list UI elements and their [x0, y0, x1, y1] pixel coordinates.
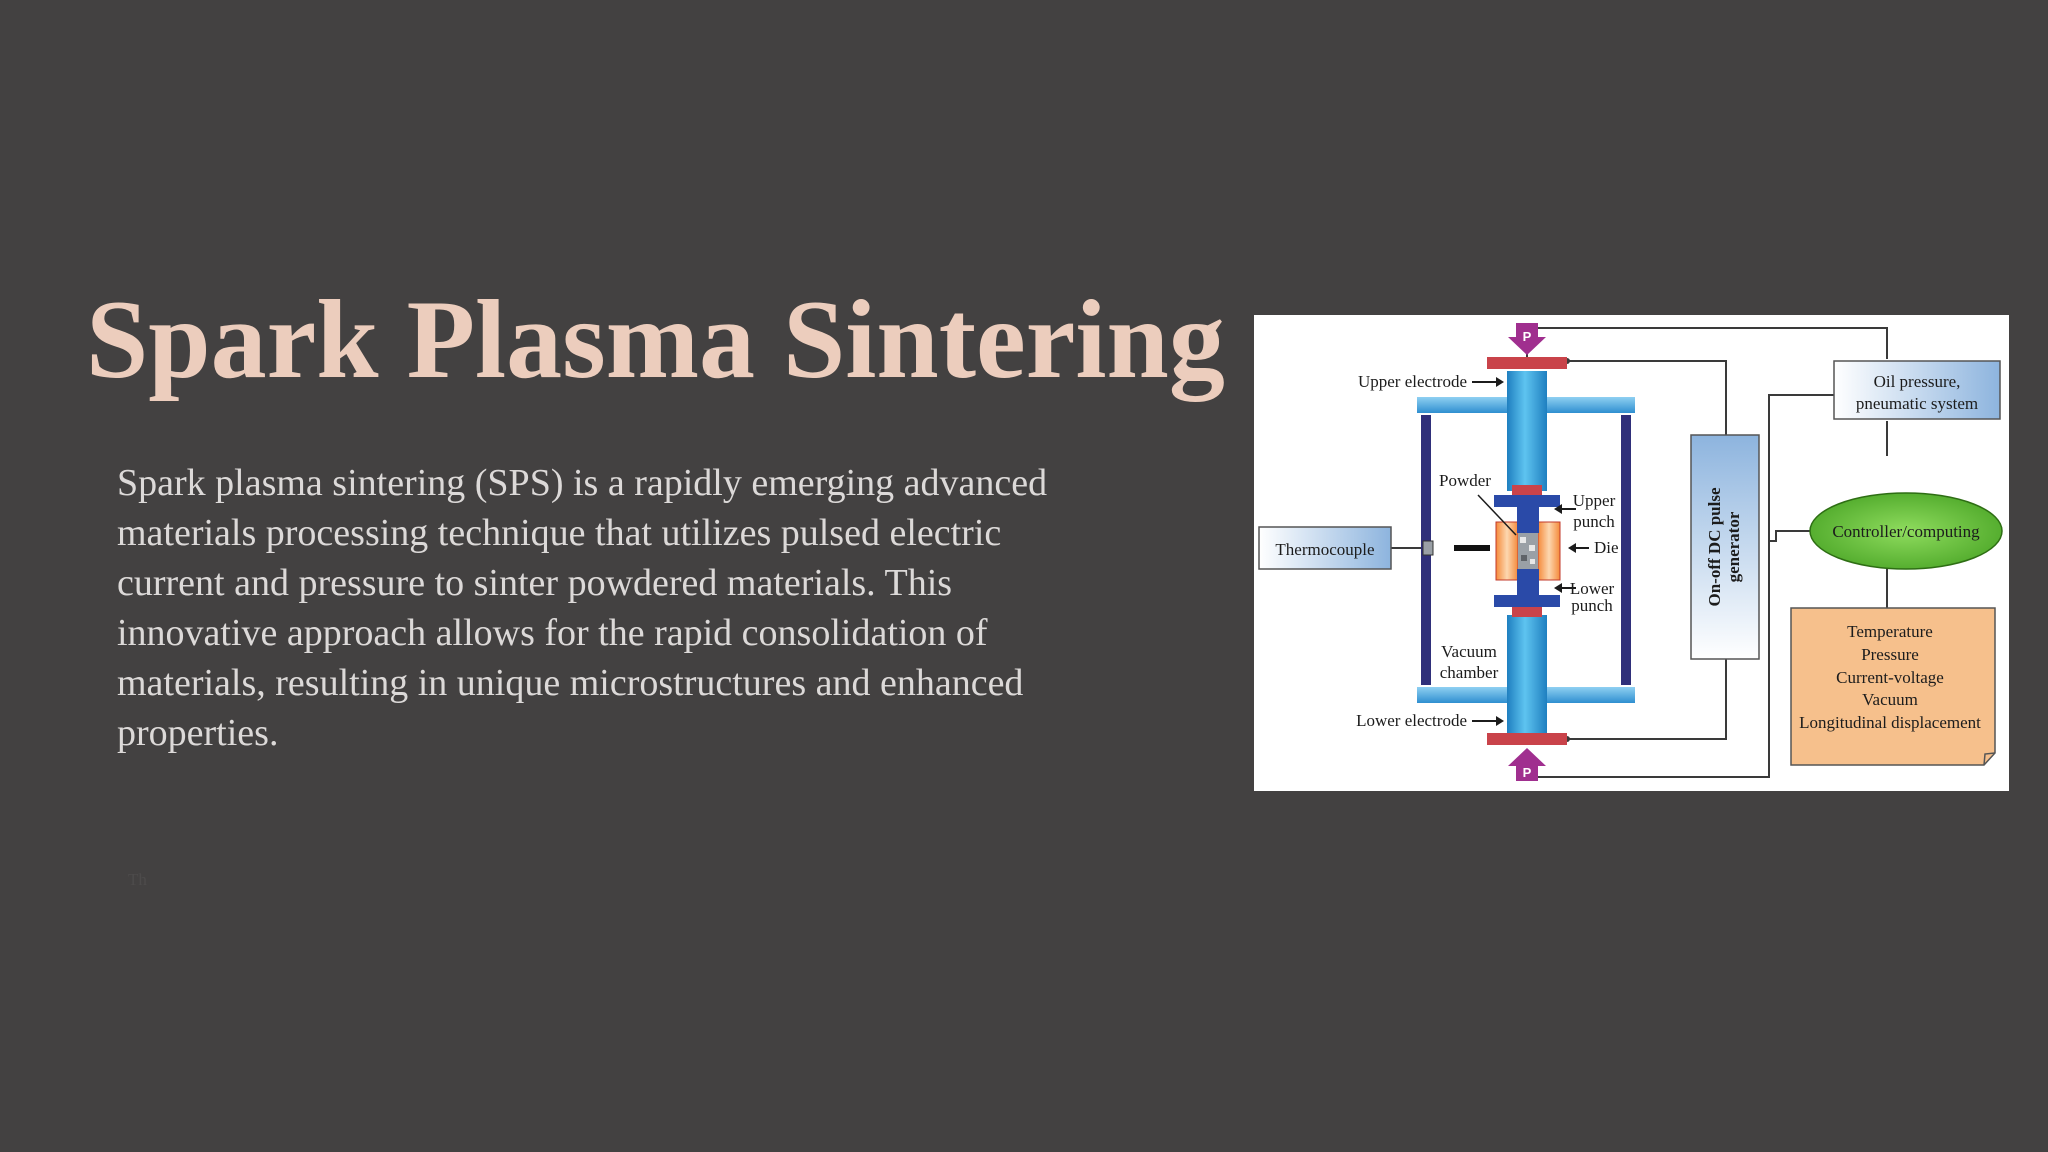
pressure-marker-bottom: P — [1508, 748, 1546, 781]
oil-pressure-label-line2: pneumatic system — [1856, 394, 1978, 413]
upper-punch-label-line1: Upper — [1573, 491, 1616, 510]
upper-punch-label-line2: punch — [1573, 512, 1615, 531]
electrode-column — [1487, 357, 1567, 745]
oil-pressure-box: Oil pressure, pneumatic system — [1833, 360, 2001, 420]
thermocouple-label: Thermocouple — [1275, 540, 1374, 559]
powder-label: Powder — [1439, 471, 1491, 490]
controller-label: Controller/computing — [1832, 522, 1980, 541]
die-label: Die — [1594, 538, 1619, 557]
parameter-longitudinal-displacement: Longitudinal displacement — [1799, 713, 1981, 732]
lower-punch-label-line2: punch — [1571, 596, 1613, 615]
pressure-label-top: P — [1523, 329, 1532, 344]
parameter-vacuum: Vacuum — [1862, 690, 1918, 709]
pressure-marker-top: P — [1508, 323, 1546, 355]
sps-diagram-svg: P P Thermocouple On-off DC — [1258, 323, 2003, 781]
slide-footnote: Th — [128, 870, 147, 889]
lower-punch-label-line1: Lower — [1570, 579, 1615, 598]
slide-title: Spark Plasma Sintering — [86, 278, 1225, 402]
sps-diagram: P P Thermocouple On-off DC — [1254, 315, 2009, 791]
lower-electrode-label: Lower electrode — [1356, 711, 1467, 730]
controller-node: Controller/computing — [1809, 492, 2003, 570]
pulse-generator-box: On-off DC pulse generator — [1690, 434, 1760, 660]
pointer-arrows — [1472, 377, 1589, 726]
thermocouple-probe — [1422, 540, 1490, 556]
parameters-box: Temperature Pressure Current-voltage Vac… — [1790, 607, 1996, 766]
punch-die-assembly — [1494, 495, 1561, 607]
pulse-generator-label-line1: On-off DC pulse — [1705, 487, 1724, 606]
parameter-pressure: Pressure — [1861, 645, 1919, 664]
vacuum-chamber-label-line1: Vacuum — [1441, 642, 1497, 661]
thermocouple-box: Thermocouple — [1258, 526, 1392, 570]
oil-pressure-label-line1: Oil pressure, — [1874, 372, 1961, 391]
upper-electrode-label: Upper electrode — [1358, 372, 1467, 391]
vacuum-chamber-label-line2: chamber — [1440, 663, 1499, 682]
parameter-current-voltage: Current-voltage — [1836, 668, 1944, 687]
slide-body-text: Spark plasma sintering (SPS) is a rapidl… — [117, 462, 1048, 754]
parameter-temperature: Temperature — [1847, 622, 1933, 641]
pulse-generator-label-line2: generator — [1724, 511, 1743, 582]
pressure-label-bottom: P — [1523, 765, 1532, 780]
